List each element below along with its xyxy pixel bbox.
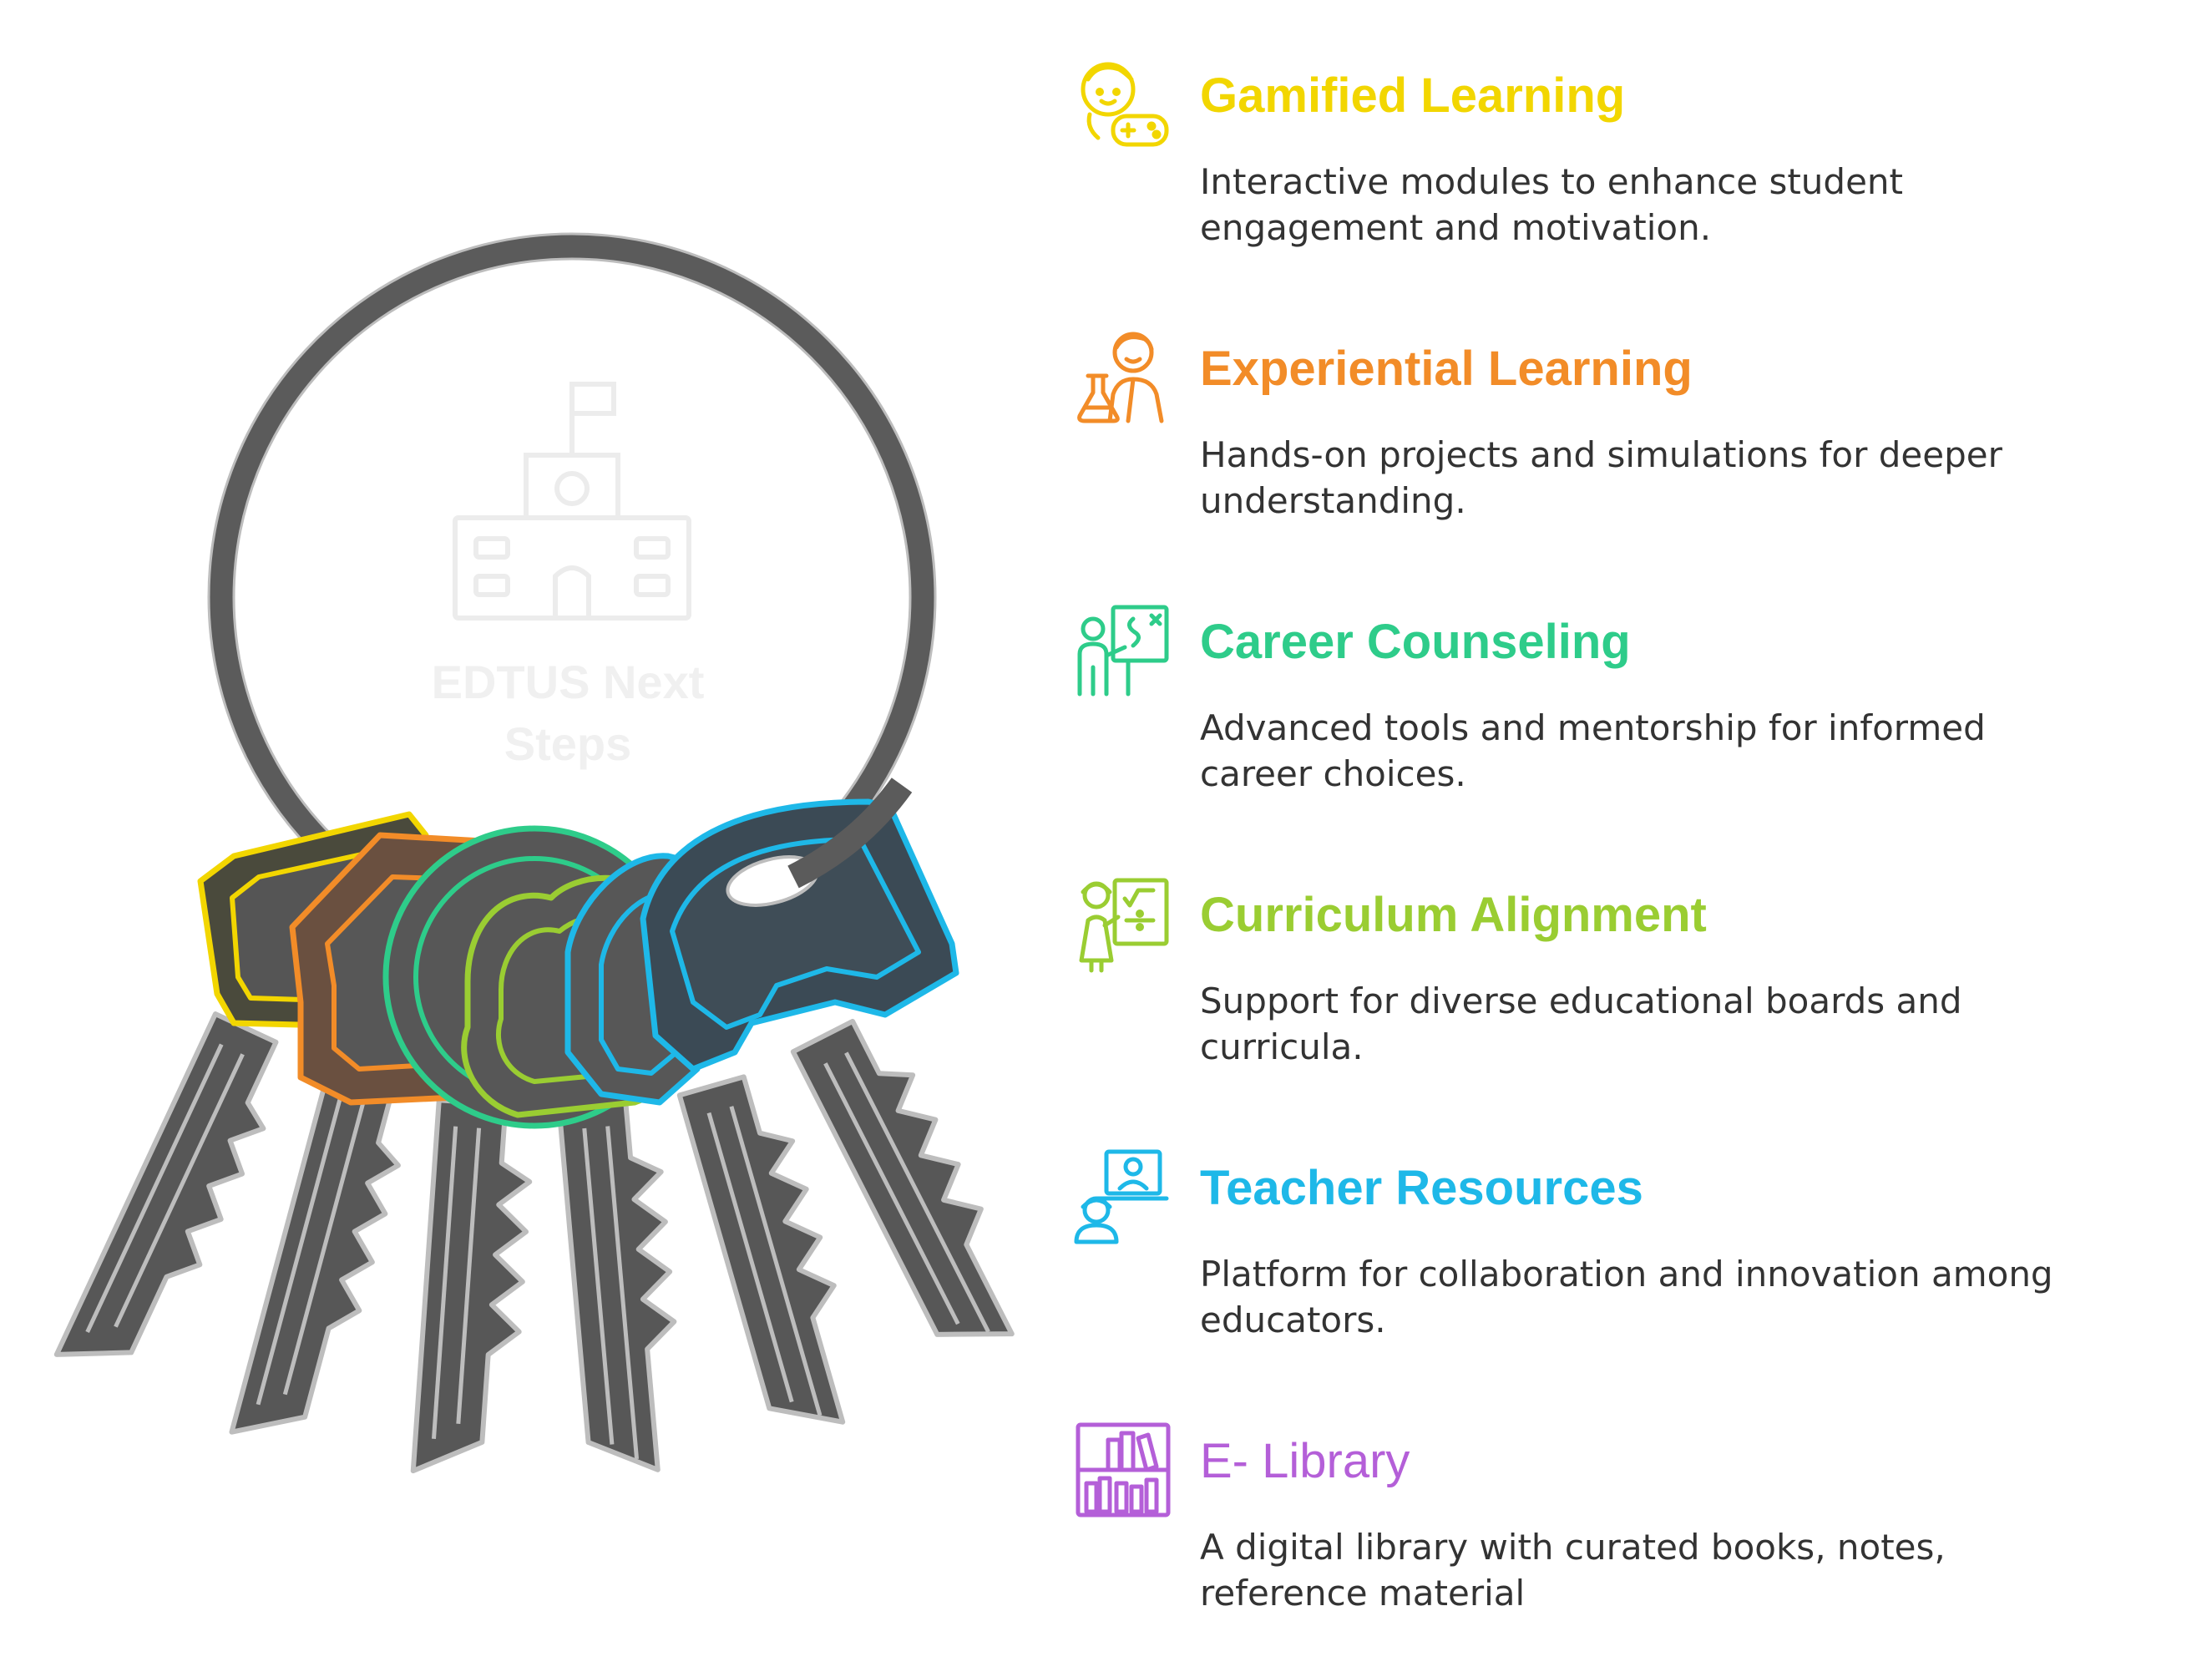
key-blade-blue [676,1074,846,1425]
item-description: Support for diverse educational boards a… [1200,980,1962,1067]
item-curriculum-alignment: Curriculum Alignment Support for diverse… [1073,874,2159,1124]
key-blade-lime [556,1097,677,1472]
item-description: Advanced tools and mentorship for inform… [1200,707,1986,794]
center-label: EDTUS Next Steps [384,651,752,775]
bookshelf-icon [1076,1422,1171,1517]
item-career-counseling: Career Counseling Advanced tools and men… [1073,600,2159,851]
gamer-child-icon [1081,62,1169,147]
item-title: Curriculum Alignment [1200,888,1707,942]
item-title: Career Counseling [1200,615,1631,669]
lab-student-icon [1077,332,1164,423]
center-label-line-2: Steps [504,717,632,770]
item-description: A digital library with curated books, no… [1200,1527,1946,1614]
school-icon [453,382,691,621]
item-title: E- Library [1200,1434,1410,1488]
item-gamified-learning: Gamified Learning Interactive modules to… [1073,54,2159,305]
key-blade-green [410,1097,533,1474]
item-description: Platform for collaboration and innovatio… [1200,1254,2053,1340]
key-blade-cyan [790,1018,1015,1337]
item-title: Gamified Learning [1200,68,1626,123]
key-ring-graphic [53,232,1015,1474]
presenter-board-icon [1077,605,1169,697]
item-teacher-resources: Teacher Resources Platform for collabora… [1073,1147,2159,1397]
item-title: Teacher Resources [1200,1161,1643,1215]
item-e-library: E- Library A digital library with curate… [1073,1420,2159,1670]
item-description: Hands-on projects and simulations for de… [1200,434,2002,521]
key-heads [197,798,959,1129]
item-experiential-learning: Experiential Learning Hands-on projects … [1073,327,2159,578]
teacher-math-icon [1079,878,1169,973]
center-label-line-1: EDTUS Next [431,656,705,708]
video-call-icon [1074,1149,1169,1244]
key-head-cyan [640,798,959,1072]
key-blade-yellow [53,1011,279,1357]
item-title: Experiential Learning [1200,342,1693,396]
key-blade-orange [229,1066,401,1435]
item-description: Interactive modules to enhance student e… [1200,161,1904,248]
key-blades [53,1011,1015,1474]
